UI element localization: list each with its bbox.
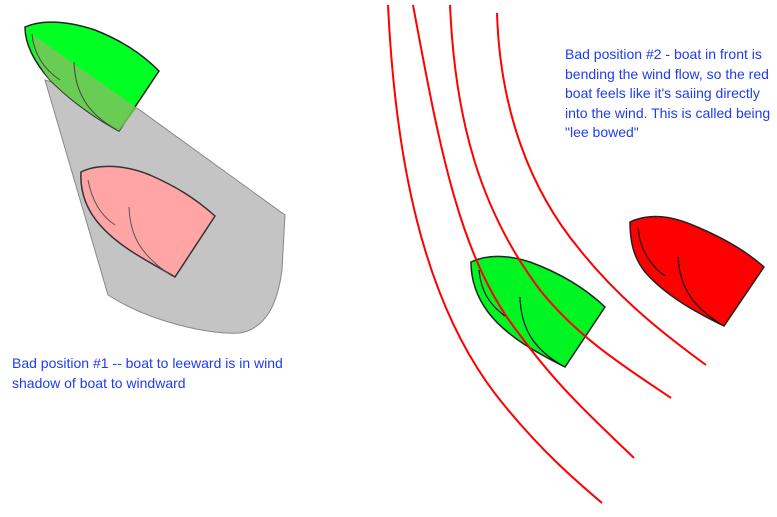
shadow-overlap <box>32 34 137 131</box>
sail-line <box>87 179 116 226</box>
lee-bowed-boat-red <box>629 215 765 327</box>
sail-line <box>128 206 173 277</box>
wind-line <box>449 4 672 399</box>
sail-line <box>677 256 723 326</box>
leeward-boat-pink <box>80 165 216 279</box>
sail-line <box>31 33 61 81</box>
scene-wind-shadow <box>24 21 286 334</box>
sail-line <box>73 61 118 131</box>
wind-line <box>412 4 635 459</box>
caption-bad-position-2: Bad position #2 - boat in front is bendi… <box>565 46 771 140</box>
sail-line <box>478 269 506 317</box>
sail-line <box>519 296 564 367</box>
wind-line <box>387 4 603 504</box>
front-boat-green <box>470 255 606 368</box>
wind-line <box>496 12 707 366</box>
scene-lee-bow <box>387 4 765 504</box>
caption-bad-position-1: Bad position #1 -- boat to leeward is in… <box>12 355 283 391</box>
sail-line <box>637 227 666 277</box>
wind-flow-lines <box>387 4 707 504</box>
